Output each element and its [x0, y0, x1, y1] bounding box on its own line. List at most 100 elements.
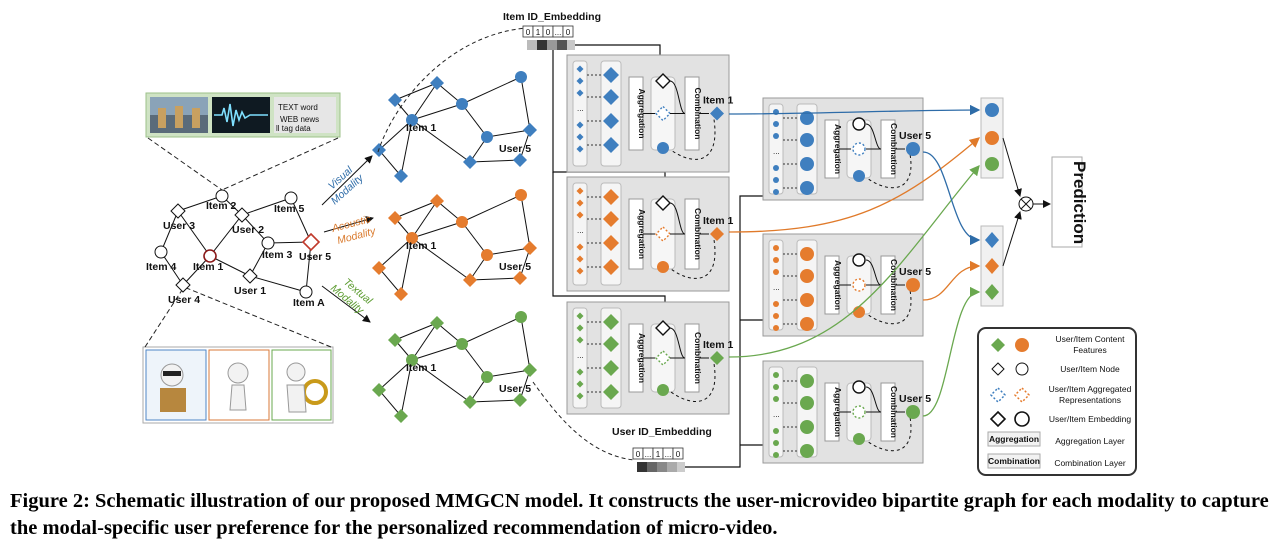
bip-user2-label: User 2 [232, 224, 264, 236]
item-node [515, 311, 527, 323]
neighbor-feature [773, 428, 779, 434]
combination-label: Combination [693, 208, 703, 260]
feature-node [603, 314, 619, 330]
user-node [430, 76, 444, 90]
feature-node [657, 261, 669, 273]
user-node [523, 363, 537, 377]
user-embedding-cell: 0 [676, 450, 681, 459]
user-node [372, 383, 386, 397]
output-node [906, 278, 920, 292]
legend-feature-circle [1015, 338, 1029, 352]
item-node [406, 354, 418, 366]
neighbor-feature [773, 452, 779, 458]
item-node [515, 71, 527, 83]
ellipsis: ... [577, 351, 584, 360]
neighbor-feature [773, 301, 779, 307]
combination-label: Combination [693, 332, 703, 384]
legend-node-circle [1015, 362, 1029, 376]
bip-itemA-label: Item A [293, 297, 325, 309]
ellipsis: ... [773, 410, 780, 419]
neighbor-feature [576, 145, 584, 153]
feature-node [800, 157, 814, 171]
legend-text: Combination Layer [1054, 458, 1126, 468]
bip-item2-label: Item 2 [206, 200, 237, 212]
user-node [463, 273, 477, 287]
user-embedding-cell: ... [665, 450, 672, 459]
user-node [388, 211, 402, 225]
user-node [372, 261, 386, 275]
neighbor-feature [576, 243, 584, 251]
aggregated-node [852, 405, 866, 419]
graph-user5-label: User 5 [499, 143, 531, 155]
feature-node [603, 113, 619, 129]
legend-aggregated-diamond [989, 386, 1007, 404]
feature-node [800, 181, 814, 195]
output-node [710, 106, 724, 121]
output-label: Item 1 [703, 215, 734, 227]
figure-caption: Figure 2: Schematic illustration of our … [10, 490, 1269, 539]
item-node [456, 338, 468, 350]
neighbor-feature [576, 187, 584, 195]
feature-node [603, 89, 619, 105]
feature-node [800, 247, 814, 261]
embedding-node [852, 117, 866, 131]
graph-item1-label: Item 1 [406, 362, 437, 374]
combination-label: Combination [889, 259, 899, 311]
item-node [515, 189, 527, 201]
user-node [394, 287, 408, 301]
neighbor-feature [773, 121, 779, 127]
item-node [481, 371, 493, 383]
aggregated-node [852, 142, 866, 156]
neighbor-feature [576, 255, 584, 263]
aggregated-node [655, 226, 671, 242]
bip-user1-label: User 1 [234, 285, 266, 297]
user-node [513, 153, 527, 167]
feature-node [603, 384, 619, 400]
aggregation-label: Aggregation [833, 260, 843, 310]
graph-item1-label: Item 1 [406, 240, 437, 252]
neighbor-feature [576, 199, 584, 207]
item-node [481, 249, 493, 261]
feature-node [800, 269, 814, 283]
bip-item5-label: Item 5 [274, 203, 305, 215]
legend-node-diamond [991, 362, 1005, 376]
legend-box-label: Combination [988, 456, 1040, 466]
neighbor-feature [576, 392, 584, 400]
embedding-node [852, 380, 866, 394]
prediction-stacks: Prediction [980, 97, 1089, 307]
user-node [463, 155, 477, 169]
neighbor-feature [576, 89, 584, 97]
item-node [456, 216, 468, 228]
user-node [430, 316, 444, 330]
item-embedding-cell: ... [555, 28, 562, 37]
bip-user3-label: User 3 [163, 220, 195, 232]
aggregation-label: Aggregation [637, 88, 647, 138]
user-embedding-cell: 0 [636, 450, 641, 459]
neighbor-feature [773, 325, 779, 331]
user-node [513, 393, 527, 407]
neighbor-feature [773, 372, 779, 378]
feature-node [657, 142, 669, 154]
legend-feature-diamond [991, 338, 1005, 352]
user-node [523, 123, 537, 137]
bip-item4-label: Item 4 [146, 261, 177, 273]
item-embedding-cell: 1 [536, 28, 541, 37]
user-node [394, 169, 408, 183]
embedding-node [655, 320, 671, 336]
legend-text: Aggregation Layer [1055, 436, 1125, 446]
item-embedding-title: Item ID_Embedding [503, 11, 601, 23]
ellipsis: ... [773, 147, 780, 156]
item-node [406, 232, 418, 244]
neighbor-feature [576, 65, 584, 73]
ellipsis: ... [773, 283, 780, 292]
feature-node [603, 336, 619, 352]
feature-node [800, 111, 814, 125]
neighbor-feature [773, 165, 779, 171]
embedding-node [655, 73, 671, 89]
user-node [394, 409, 408, 423]
output-node [906, 142, 920, 156]
